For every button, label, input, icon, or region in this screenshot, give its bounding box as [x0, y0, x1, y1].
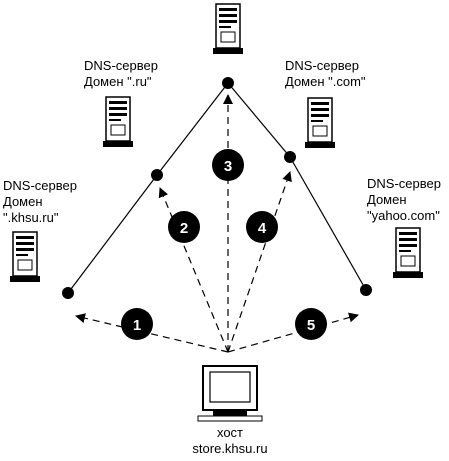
- query-arrow-2: [158, 187, 229, 353]
- svg-text:5: 5: [307, 317, 315, 334]
- svg-text:1: 1: [133, 317, 141, 334]
- ru-server-icon: [102, 96, 134, 148]
- step-badge-4: 4: [246, 211, 278, 243]
- com-server-label-line1: DNS-сервер: [285, 58, 359, 73]
- yahoo-server-label-line3: "yahoo.com": [367, 208, 440, 223]
- host-computer-icon: [197, 365, 263, 422]
- root-server-icon: [212, 3, 244, 55]
- ru-server-label-line2: Домен ".ru": [84, 74, 152, 89]
- svg-text:2: 2: [180, 220, 188, 237]
- step-badge-5: 5: [295, 308, 327, 340]
- svg-text:4: 4: [258, 220, 267, 237]
- khsu-server-label-line1: DNS-сервер: [3, 178, 77, 193]
- link-root-ru: [156, 82, 229, 176]
- link-root-com: [227, 82, 291, 158]
- khsu-server-label-line2: Домен: [3, 194, 43, 209]
- khsu-server-icon: [9, 231, 41, 283]
- com-server-icon: [304, 97, 336, 149]
- svg-text:3: 3: [224, 158, 232, 175]
- ru-server-label-line1: DNS-сервер: [84, 58, 158, 73]
- yahoo-server-icon: [392, 227, 424, 279]
- host-label-line1: хост: [217, 425, 243, 440]
- node-root-dot: [222, 77, 234, 89]
- link-ru-khsu: [67, 174, 158, 294]
- query-arrow-1: [75, 313, 229, 353]
- yahoo-server-label-line2: Домен: [367, 192, 407, 207]
- node-com-dot: [284, 151, 296, 163]
- step-badge-2: 2: [168, 211, 200, 243]
- step-badge-1: 1: [121, 308, 153, 340]
- com-server-label-line2: Домен ".com": [285, 74, 366, 89]
- node-khsu-dot: [62, 287, 74, 299]
- host-label-line2: store.khsu.ru: [192, 441, 267, 456]
- yahoo-server-label-line1: DNS-сервер: [367, 176, 441, 191]
- query-arrow-5: [227, 312, 359, 353]
- step-badge-3: 3: [212, 149, 244, 181]
- node-ru-dot: [151, 169, 163, 181]
- khsu-server-label-line3: ".khsu.ru": [3, 210, 59, 225]
- query-arrow-4: [227, 171, 292, 353]
- node-yahoo-dot: [360, 284, 372, 296]
- link-com-yahoo: [289, 156, 367, 291]
